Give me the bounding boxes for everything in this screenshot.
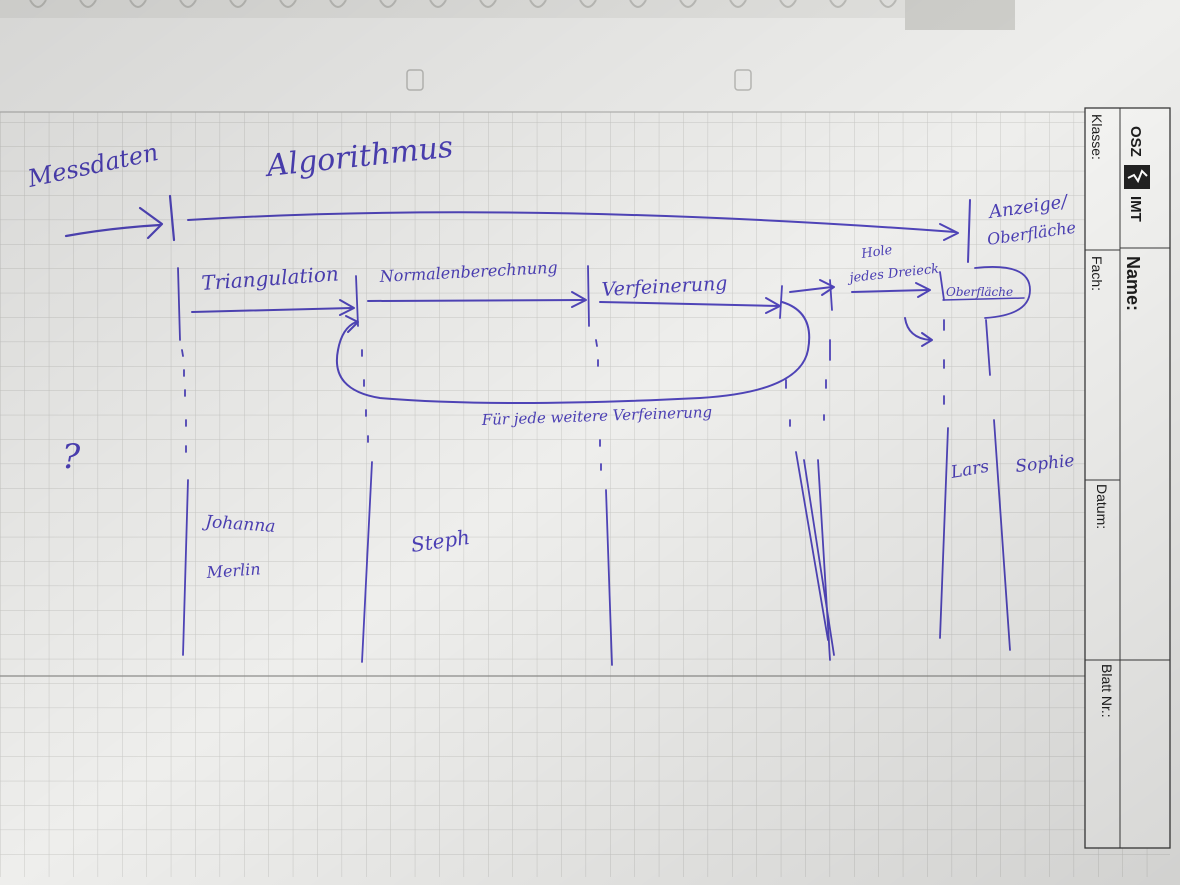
datum-label: Datum: [1094,484,1110,529]
arrow-normalen-verfeinerung [367,299,585,302]
grid-paper [0,112,1170,877]
person-merlin: Merlin [205,559,261,582]
stage-label-oberflaeche: Oberfläche [946,285,1013,299]
blatt-nr-label: Blatt Nr.: [1099,664,1115,718]
logo-right-text: IMT [1127,196,1144,222]
klasse-label: Klasse: [1089,114,1105,160]
form-header-strip: OSZ IMT Name: Klasse: Fach: Datum: Blatt… [1084,107,1171,849]
fach-label: Fach: [1089,256,1105,291]
logo-left-text: OSZ [1127,126,1144,157]
question-mark: ? [62,437,81,477]
name-label: Name: [1123,256,1143,311]
